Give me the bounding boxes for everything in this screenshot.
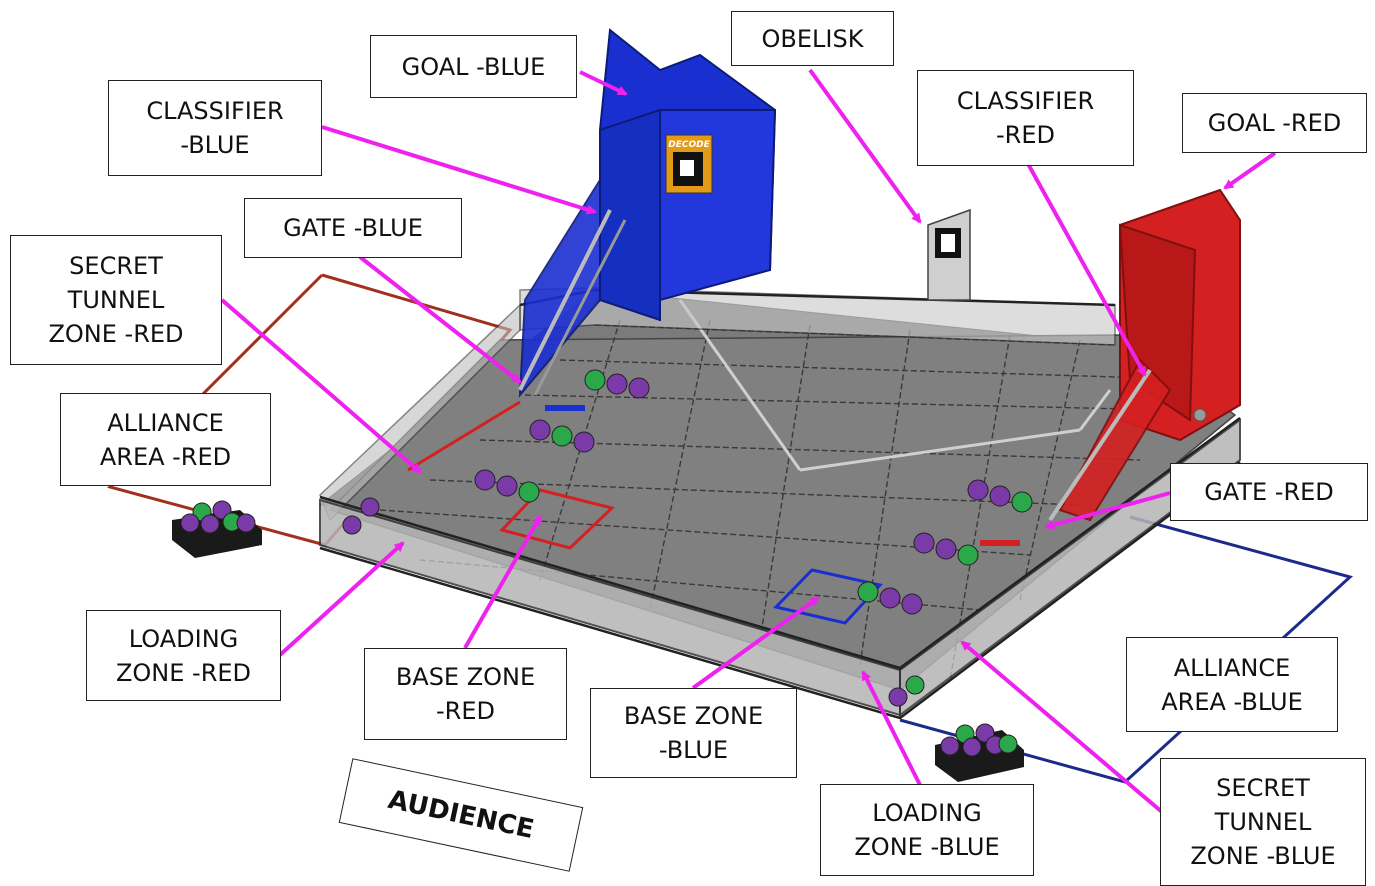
ball-tray-blue — [935, 723, 1024, 782]
label-line: ZONE -RED — [48, 320, 184, 348]
label-line: -RED — [436, 697, 495, 725]
label-classifier-blue: CLASSIFIER -BLUE — [108, 80, 322, 176]
label-line: GOAL -BLUE — [401, 52, 546, 81]
label-line: CLASSIFIER — [146, 97, 284, 125]
label-arrows — [220, 68, 1277, 814]
secret-tunnel-red-mark — [407, 400, 521, 472]
label-line: BASE ZONE — [395, 663, 536, 691]
label-base-zone-blue: BASE ZONE -BLUE — [590, 688, 797, 778]
label-secret-tunnel-red: SECRET TUNNEL ZONE -RED — [10, 235, 222, 365]
label-obelisk: OBELISK — [731, 11, 894, 66]
label-line: ZONE -RED — [115, 658, 252, 687]
label-line: GOAL -RED — [1207, 109, 1342, 137]
label-goal-blue: GOAL -BLUE — [370, 35, 577, 98]
label-line: SECRET — [1216, 774, 1310, 802]
label-alliance-area-blue: ALLIANCE AREA -BLUE — [1126, 637, 1338, 732]
label-line: -BLUE — [180, 131, 250, 159]
goal-red-structure — [1048, 188, 1241, 522]
label-line: GATE -BLUE — [283, 214, 423, 242]
label-base-zone-red: BASE ZONE -RED — [364, 648, 567, 740]
label-line: LOADING — [128, 624, 239, 653]
label-line: -RED — [996, 121, 1055, 149]
arrow-loading-zone-red — [278, 541, 405, 657]
label-line: SECRET — [69, 252, 163, 280]
label-line: GATE -RED — [1204, 478, 1334, 506]
arrow-classifier-red — [1025, 161, 1147, 377]
arrow-goal-blue — [579, 70, 628, 96]
arrow-base-zone-red — [463, 515, 542, 649]
label-line: ZONE -BLUE — [1190, 842, 1336, 870]
label-line: TUNNEL — [67, 286, 165, 314]
arrow-base-zone-blue — [691, 596, 820, 690]
arrow-secret-tunnel-blue — [960, 640, 1164, 814]
label-line: ZONE -BLUE — [854, 833, 1000, 861]
ball-tray-red — [172, 500, 262, 558]
label-line: ALLIANCE — [1173, 653, 1291, 682]
label-line: -BLUE — [658, 736, 729, 764]
label-line: AREA -RED — [99, 442, 232, 471]
field-zone-markings — [407, 400, 1020, 625]
goal-blue-structure: DECODE — [518, 28, 777, 398]
game-balls — [342, 369, 1033, 707]
goal-blue-logo: DECODE — [668, 140, 710, 150]
label-gate-blue: GATE -BLUE — [244, 198, 462, 258]
label-line: BASE ZONE — [623, 702, 764, 730]
arrow-loading-zone-blue — [861, 670, 922, 786]
label-line: ALLIANCE — [107, 408, 224, 437]
label-line: AREA -BLUE — [1161, 687, 1303, 716]
gate-blue-mark — [545, 405, 585, 411]
label-loading-zone-red: LOADING ZONE -RED — [86, 610, 281, 701]
label-gate-red: GATE -RED — [1170, 463, 1368, 521]
arrow-classifier-blue — [321, 125, 597, 215]
label-line: OBELISK — [761, 24, 864, 53]
label-classifier-red: CLASSIFIER -RED — [917, 70, 1134, 166]
label-alliance-area-red: ALLIANCE AREA -RED — [60, 393, 271, 486]
obelisk-structure — [927, 208, 971, 301]
label-line: LOADING — [872, 799, 982, 827]
arrow-secret-tunnel-red — [220, 298, 422, 474]
arrow-gate-red — [1044, 491, 1171, 530]
label-secret-tunnel-blue: SECRET TUNNEL ZONE -BLUE — [1160, 758, 1366, 886]
label-line: CLASSIFIER — [956, 87, 1095, 115]
label-loading-zone-blue: LOADING ZONE -BLUE — [820, 784, 1034, 876]
arrow-obelisk — [808, 68, 922, 224]
arrow-goal-red — [1223, 151, 1277, 190]
label-goal-red: GOAL -RED — [1182, 93, 1367, 153]
gate-red-mark — [980, 540, 1020, 546]
base-zone-red-mark — [499, 488, 616, 550]
arrow-gate-blue — [358, 255, 522, 384]
base-zone-blue-mark — [773, 568, 883, 625]
label-line: TUNNEL — [1214, 808, 1312, 836]
